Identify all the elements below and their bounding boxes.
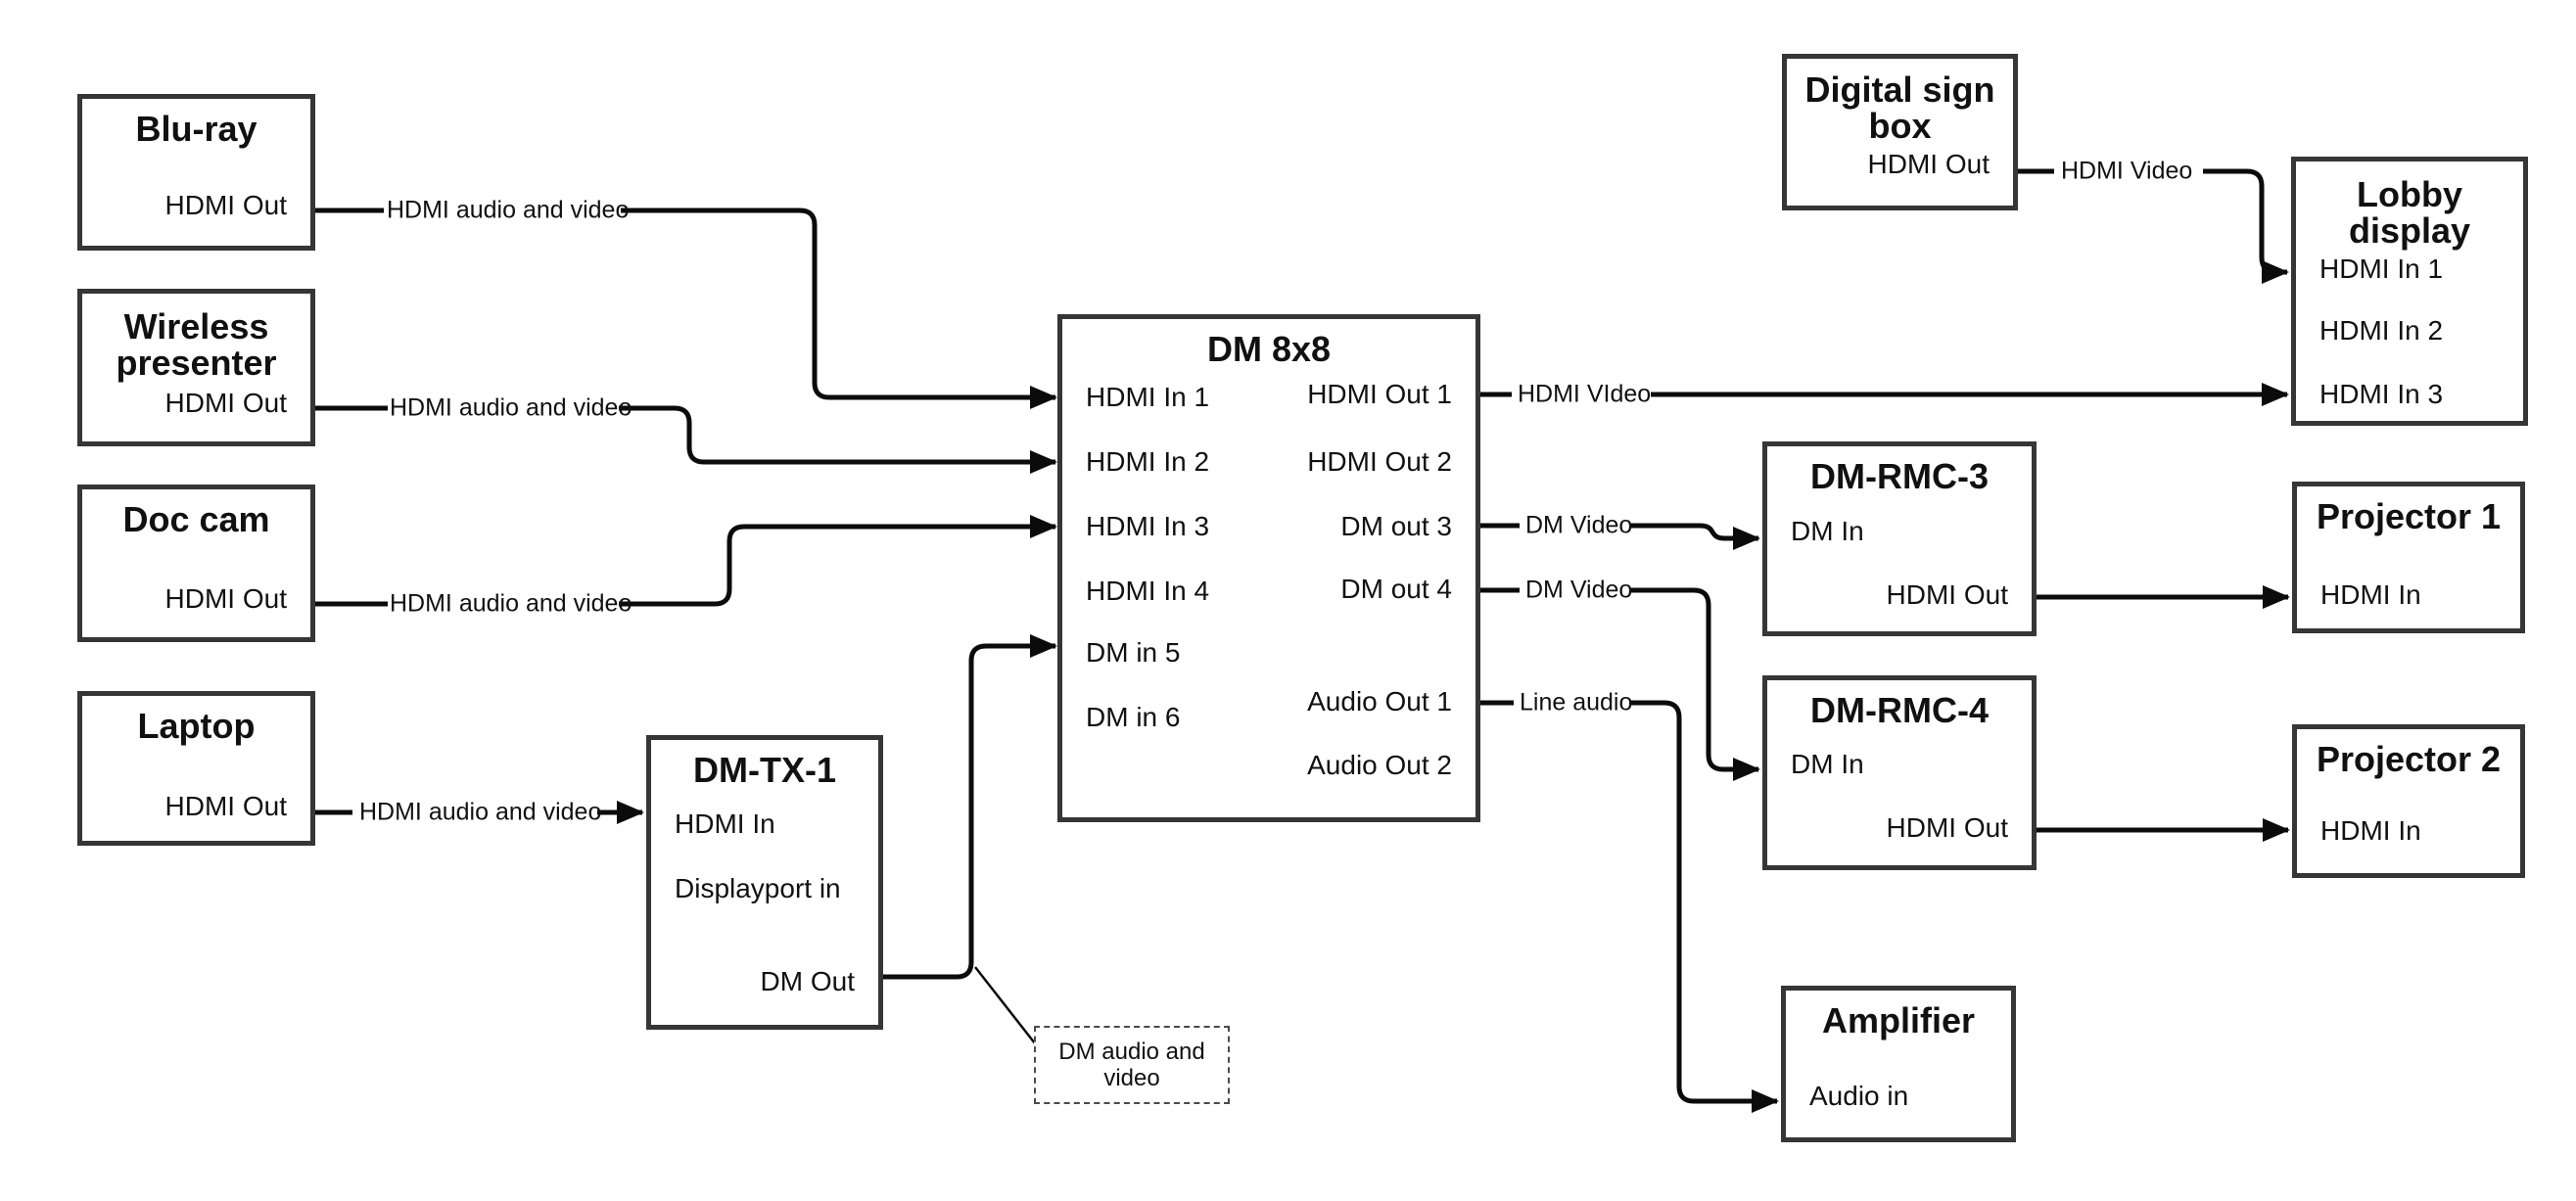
port-bluray-hdmi-out: HDMI Out — [164, 190, 287, 220]
node-rmc3-title: DM-RMC-3 — [1810, 456, 1989, 496]
port-dmtx1-hdmi-in: HDMI In — [675, 808, 775, 839]
edge-audio1-to-amp — [1629, 700, 1779, 1113]
node-lobby-display: Lobby display HDMI In 1 HDMI In 2 HDMI I… — [2291, 157, 2528, 426]
edge-bluray-to-dm8x8-in1 — [621, 208, 1057, 409]
port-dm8x8-hdmi-in-4: HDMI In 4 — [1086, 576, 1210, 606]
node-dm-tx-1: DM-TX-1 HDMI In Displayport in DM Out — [646, 735, 883, 1030]
port-dm8x8-hdmi-in-1: HDMI In 1 — [1086, 382, 1210, 412]
node-dm-rmc-4: DM-RMC-4 DM In HDMI Out — [1762, 675, 2037, 870]
node-lobby-title: Lobby display — [2348, 174, 2471, 251]
port-rmc4-hdmi-out: HDMI Out — [1886, 812, 2008, 843]
port-dm8x8-dm-out-4: DM out 4 — [1340, 574, 1452, 604]
port-dmtx1-dm-out: DM Out — [760, 966, 855, 996]
node-rmc4-title: DM-RMC-4 — [1810, 690, 1989, 730]
node-dmtx1-title: DM-TX-1 — [693, 750, 836, 790]
node-bluray: Blu-ray HDMI Out — [77, 94, 315, 251]
port-signbox-hdmi-out: HDMI Out — [1867, 149, 1990, 179]
port-dm8x8-dm-in-5: DM in 5 — [1086, 637, 1181, 668]
node-doccam-title: Doc cam — [122, 499, 270, 539]
port-lobby-hdmi-in-2: HDMI In 2 — [2319, 315, 2444, 346]
node-projector-1: Projector 1 HDMI In — [2292, 482, 2525, 633]
node-laptop: Laptop HDMI Out — [77, 691, 315, 846]
edge-label-laptop: HDMI audio and video — [359, 798, 602, 826]
edge-out3-to-rmc3 — [1631, 523, 1760, 550]
port-dm8x8-hdmi-in-2: HDMI In 2 — [1086, 446, 1210, 477]
node-proj1-title: Projector 1 — [2316, 496, 2502, 536]
port-dm8x8-dm-in-6: DM in 6 — [1086, 702, 1181, 732]
port-dm8x8-audio-out-2: Audio Out 2 — [1307, 750, 1452, 780]
edge-label-dm-video-out4: DM Video — [1525, 576, 1633, 604]
edge-label-bluray: HDMI audio and video — [387, 196, 630, 224]
edge-label-hdmi-video-out1: HDMI VIdeo — [1518, 380, 1652, 408]
port-dm8x8-audio-out-1: Audio Out 1 — [1307, 686, 1452, 716]
port-dm8x8-hdmi-out-2: HDMI Out 2 — [1307, 446, 1452, 477]
node-signbox-title: Digital sign box — [1804, 69, 1995, 146]
edge-wireless-to-dm8x8-in2 — [619, 405, 1057, 474]
note-text: DM audio and video — [1058, 1039, 1205, 1091]
port-dm8x8-hdmi-in-3: HDMI In 3 — [1086, 511, 1210, 541]
port-rmc3-hdmi-out: HDMI Out — [1886, 579, 2008, 610]
port-rmc3-dm-in: DM In — [1791, 516, 1864, 546]
port-rmc4-dm-in: DM In — [1791, 749, 1864, 779]
port-laptop-hdmi-out: HDMI Out — [164, 791, 287, 821]
port-proj2-hdmi-in: HDMI In — [2320, 815, 2421, 846]
edge-label-line-audio: Line audio — [1520, 688, 1633, 716]
node-dm-8x8: DM 8x8 HDMI In 1 HDMI In 2 HDMI In 3 HDM… — [1057, 314, 1480, 822]
node-dm-rmc-3: DM-RMC-3 DM In HDMI Out — [1762, 441, 2037, 636]
port-wireless-hdmi-out: HDMI Out — [164, 388, 287, 418]
node-proj2-title: Projector 2 — [2316, 739, 2502, 779]
port-amp-audio-in: Audio in — [1809, 1081, 1909, 1111]
node-doc-cam: Doc cam HDMI Out — [77, 485, 315, 642]
edge-label-wireless: HDMI audio and video — [390, 393, 632, 422]
port-dm8x8-dm-out-3: DM out 3 — [1340, 511, 1452, 541]
node-wireless-presenter: Wireless presenter HDMI Out — [77, 289, 315, 446]
node-projector-2: Projector 2 HDMI In — [2292, 724, 2525, 878]
edge-doccam-to-dm8x8-in3 — [619, 515, 1057, 607]
port-lobby-hdmi-in-1: HDMI In 1 — [2319, 254, 2444, 284]
node-bluray-title: Blu-ray — [135, 109, 258, 149]
port-lobby-hdmi-in-3: HDMI In 3 — [2319, 379, 2444, 409]
port-doccam-hdmi-out: HDMI Out — [164, 583, 287, 614]
node-wireless-title: Wireless presenter — [116, 306, 277, 383]
port-proj1-hdmi-in: HDMI In — [2320, 579, 2421, 610]
edge-label-dm-video-out3: DM Video — [1525, 511, 1633, 539]
edge-signbox-to-lobby-in1 — [2203, 168, 2289, 284]
node-amplifier: Amplifier Audio in — [1781, 986, 2016, 1142]
port-dmtx1-displayport-in: Displayport in — [675, 873, 841, 903]
node-laptop-title: Laptop — [137, 706, 256, 746]
note-callout-line — [974, 966, 1036, 1044]
edge-out4-to-rmc4 — [1631, 587, 1760, 781]
node-amp-title: Amplifier — [1821, 1000, 1976, 1040]
node-digital-sign-box: Digital sign box HDMI Out — [1782, 54, 2018, 210]
edge-label-doccam: HDMI audio and video — [390, 589, 632, 618]
node-dm8x8-title: DM 8x8 — [1206, 329, 1332, 369]
edge-dmtx1-to-dm8x8-in5 — [883, 634, 1057, 980]
port-dm8x8-hdmi-out-1: HDMI Out 1 — [1307, 379, 1452, 409]
edge-label-hdmi-video-sign: HDMI Video — [2061, 157, 2193, 185]
note-dm-audio-and-video: DM audio and video — [1034, 1026, 1230, 1104]
